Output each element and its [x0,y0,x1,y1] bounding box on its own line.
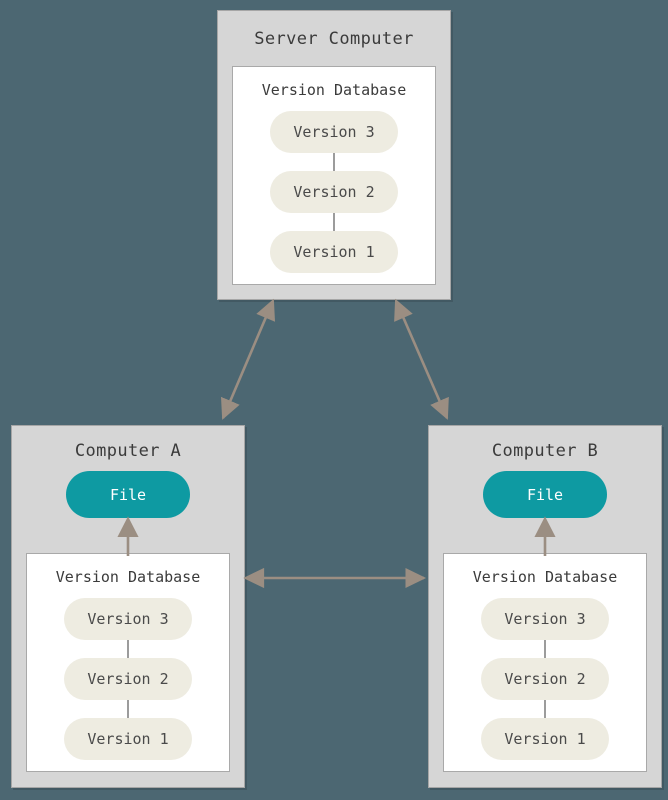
computer-a-version-pill-2-label: Version 2 [87,670,169,688]
computer-a-version-pill-3[interactable]: Version 3 [64,598,192,640]
computer-a-link-3-2 [127,639,129,661]
arrow-server-to-computer-b [394,298,449,420]
computer-a-version-database-title: Version Database [55,568,201,586]
computer-b-version-database-title: Version Database [472,568,618,586]
computer-a-title: Computer A [74,441,182,461]
computer-a-version-pill-1-label: Version 1 [87,730,169,748]
computer-a-file-pill[interactable]: File [66,471,190,518]
computer-a-version-pill-3-label: Version 3 [87,610,169,628]
computer-b-version-pill-3[interactable]: Version 3 [481,598,609,640]
computer-b-version-pill-1[interactable]: Version 1 [481,718,609,760]
computer-a-version-pill-2[interactable]: Version 2 [64,658,192,700]
server-version-pill-3[interactable]: Version 3 [270,111,398,153]
computer-b-link-3-2 [544,639,546,661]
computer-b-title: Computer B [491,441,599,461]
server-version-pill-2[interactable]: Version 2 [270,171,398,213]
server-computer-title: Server Computer [254,29,414,49]
computer-b-version-pill-3-label: Version 3 [504,610,586,628]
arrow-server-to-computer-a [221,298,276,420]
server-version-pill-3-label: Version 3 [293,123,375,141]
server-version-pill-1[interactable]: Version 1 [270,231,398,273]
computer-b-link-2-1 [544,699,546,721]
computer-b-file-label: File [526,485,564,504]
computer-a-version-pill-1[interactable]: Version 1 [64,718,192,760]
computer-b-version-pill-1-label: Version 1 [504,730,586,748]
server-version-database-title: Version Database [261,81,407,99]
computer-b-file-pill[interactable]: File [483,471,607,518]
computer-b-version-pill-2[interactable]: Version 2 [481,658,609,700]
computer-a-link-2-1 [127,699,129,721]
computer-a-file-label: File [109,485,147,504]
server-link-3-2 [333,152,335,174]
server-version-pill-1-label: Version 1 [293,243,375,261]
server-link-2-1 [333,212,335,234]
computer-b-version-pill-2-label: Version 2 [504,670,586,688]
server-version-pill-2-label: Version 2 [293,183,375,201]
